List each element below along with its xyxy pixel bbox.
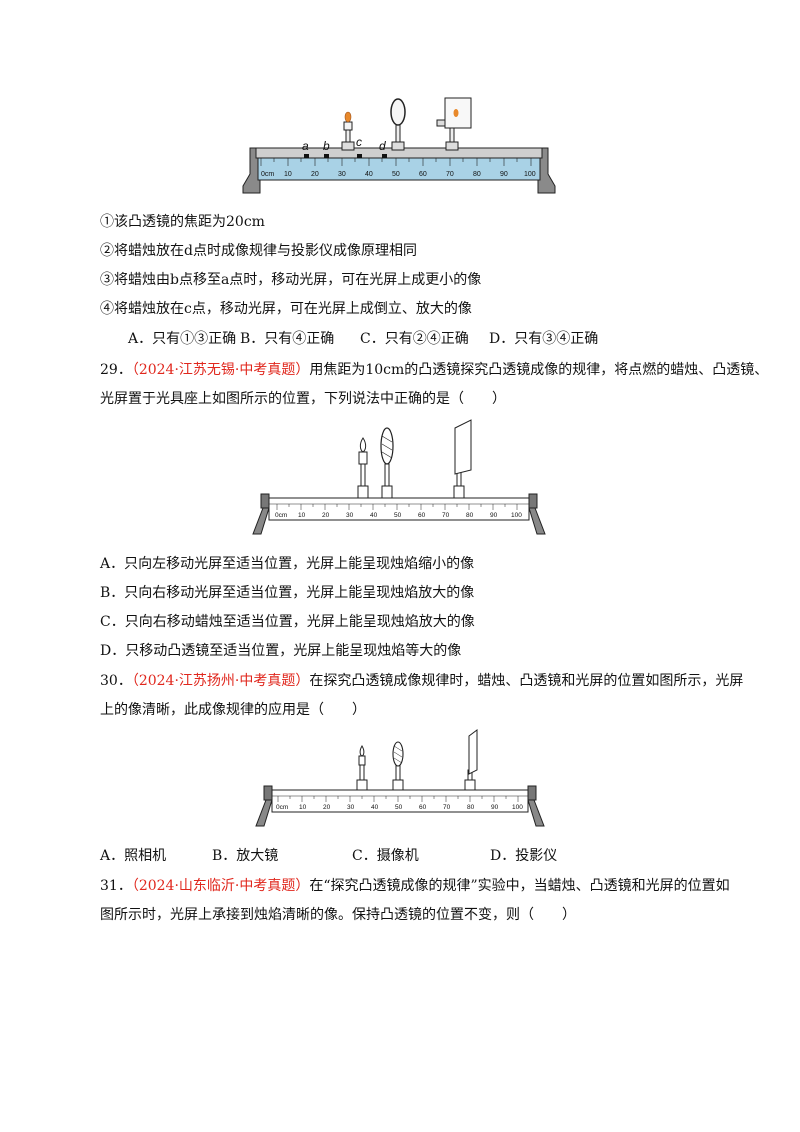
- point-label-c: c: [356, 135, 362, 149]
- q30-option-a: A．照相机: [100, 848, 167, 864]
- candle: [356, 745, 368, 791]
- scale-tick-30: 30: [338, 171, 346, 178]
- q28-option-c: C．只有②④正确: [360, 331, 469, 347]
- q28-statement-1: ①该凸透镜的焦距为20cm: [100, 214, 265, 230]
- point-label-a: a: [302, 139, 309, 153]
- scale-tick-50: 50: [395, 804, 403, 811]
- scale-tick-40: 40: [365, 171, 373, 178]
- scale-tick-80: 80: [467, 804, 475, 811]
- question-number: 29．: [100, 362, 132, 378]
- scale-tick-70: 70: [446, 171, 454, 178]
- q31-stem-line-1: 31．（2024·山东临沂·中考真题）在“探究凸透镜成像的规律”实验中，当蜡烛、…: [100, 876, 730, 896]
- scale-tick-90: 90: [500, 171, 508, 178]
- light-screen: [464, 729, 478, 791]
- candle: [341, 111, 355, 151]
- scale-tick-60: 60: [419, 804, 427, 811]
- scale-tick-60: 60: [419, 171, 427, 178]
- scale-tick-90: 90: [490, 512, 498, 519]
- candle: [357, 437, 369, 499]
- lens: [392, 741, 404, 791]
- scale-tick-20: 20: [311, 171, 319, 178]
- question-number: 30．: [100, 673, 132, 689]
- scale-tick-80: 80: [473, 171, 481, 178]
- scale-tick-100: 100: [512, 804, 523, 811]
- q29-option-a: A．只向左移动光屏至适当位置，光屏上能呈现烛焰缩小的像: [100, 556, 475, 572]
- optical-bench-figure-q29: 0cm 10 20 30 40 50 60 70 80 90 100: [252, 419, 546, 535]
- scale-tick-0: 0cm: [276, 804, 288, 811]
- scale-tick-100: 100: [511, 512, 522, 519]
- question-stem: 用焦距为10cm的凸透镜探究凸透镜成像的规律，将点燃的蜡烛、凸透镜、: [309, 362, 769, 378]
- point-label-d: d: [379, 139, 386, 153]
- scale-tick-50: 50: [394, 512, 402, 519]
- q29-option-d: D．只移动凸透镜至适当位置，光屏上能呈现烛焰等大的像: [100, 643, 462, 659]
- scale-tick-30: 30: [347, 804, 355, 811]
- q28-statement-4: ④将蜡烛放在c点，移动光屏，可在光屏上成倒立、放大的像: [100, 301, 472, 317]
- scale-tick-10: 10: [299, 804, 307, 811]
- scale-tick-10: 10: [298, 512, 306, 519]
- scale-tick-70: 70: [442, 512, 450, 519]
- scale-tick-100: 100: [524, 171, 536, 178]
- q29-option-c: C．只向右移动蜡烛至适当位置，光屏上能呈现烛焰放大的像: [100, 614, 475, 630]
- scale-tick-40: 40: [370, 512, 378, 519]
- q28-option-d: D．只有③④正确: [489, 331, 599, 347]
- light-screen: [436, 97, 472, 151]
- scale-tick-10: 10: [284, 171, 292, 178]
- scale-tick-90: 90: [491, 804, 499, 811]
- scale-tick-30: 30: [346, 512, 354, 519]
- lens: [380, 427, 394, 499]
- q29-stem-line-2: 光屏置于光具座上如图所示的位置，下列说法中正确的是（ ）: [100, 391, 506, 407]
- q30-option-c: C．摄像机: [352, 848, 419, 864]
- q30-stem-line-1: 30．（2024·江苏扬州·中考真题）在探究凸透镜成像规律时，蜡烛、凸透镜和光屏…: [100, 671, 743, 691]
- scale-tick-20: 20: [322, 512, 330, 519]
- q28-statement-2: ②将蜡烛放在d点时成像规律与投影仪成像原理相同: [100, 243, 417, 259]
- scale-tick-80: 80: [466, 512, 474, 519]
- lens: [390, 98, 406, 151]
- question-source: （2024·江苏无锡·中考真题）: [131, 362, 310, 378]
- scale-tick-20: 20: [323, 804, 331, 811]
- scale-tick-50: 50: [392, 171, 400, 178]
- question-source: （2024·江苏扬州·中考真题）: [131, 673, 310, 689]
- scale-tick-70: 70: [443, 804, 451, 811]
- q30-option-b: B．放大镜: [212, 848, 279, 864]
- optical-bench-figure-q28: 0cm 10 20 30 40 50 60 70 80 90 100 a b c…: [242, 97, 556, 194]
- question-stem: 在“探究凸透镜成像的规律”实验中，当蜡烛、凸透镜和光屏的位置如: [309, 878, 730, 894]
- optical-bench-figure-q30: 0cm 10 20 30 40 50 60 70 80 90 100: [255, 729, 545, 827]
- light-screen: [453, 419, 472, 499]
- question-source: （2024·山东临沂·中考真题）: [131, 878, 310, 894]
- question-stem: 在探究凸透镜成像规律时，蜡烛、凸透镜和光屏的位置如图所示，光屏: [309, 673, 744, 689]
- q29-stem-line-1: 29．（2024·江苏无锡·中考真题）用焦距为10cm的凸透镜探究凸透镜成像的规…: [100, 360, 768, 380]
- scale-tick-40: 40: [371, 804, 379, 811]
- q28-option-b: B．只有④正确: [240, 331, 335, 347]
- q31-stem-line-2: 图所示时，光屏上承接到烛焰清晰的像。保持凸透镜的位置不变，则（ ）: [100, 907, 576, 923]
- q28-option-a: A．只有①③正确: [128, 331, 237, 347]
- question-number: 31．: [100, 878, 132, 894]
- scale-tick-0: 0cm: [261, 171, 274, 178]
- scale-tick-60: 60: [418, 512, 426, 519]
- q28-statement-3: ③将蜡烛由b点移至a点时，移动光屏，可在光屏上成更小的像: [100, 272, 482, 288]
- q30-stem-line-2: 上的像清晰，此成像规律的应用是（ ）: [100, 702, 366, 718]
- point-label-b: b: [323, 139, 330, 153]
- scale-tick-0: 0cm: [275, 512, 287, 519]
- q29-option-b: B．只向右移动光屏至适当位置，光屏上能呈现烛焰放大的像: [100, 585, 475, 601]
- q30-option-d: D．投影仪: [490, 848, 558, 864]
